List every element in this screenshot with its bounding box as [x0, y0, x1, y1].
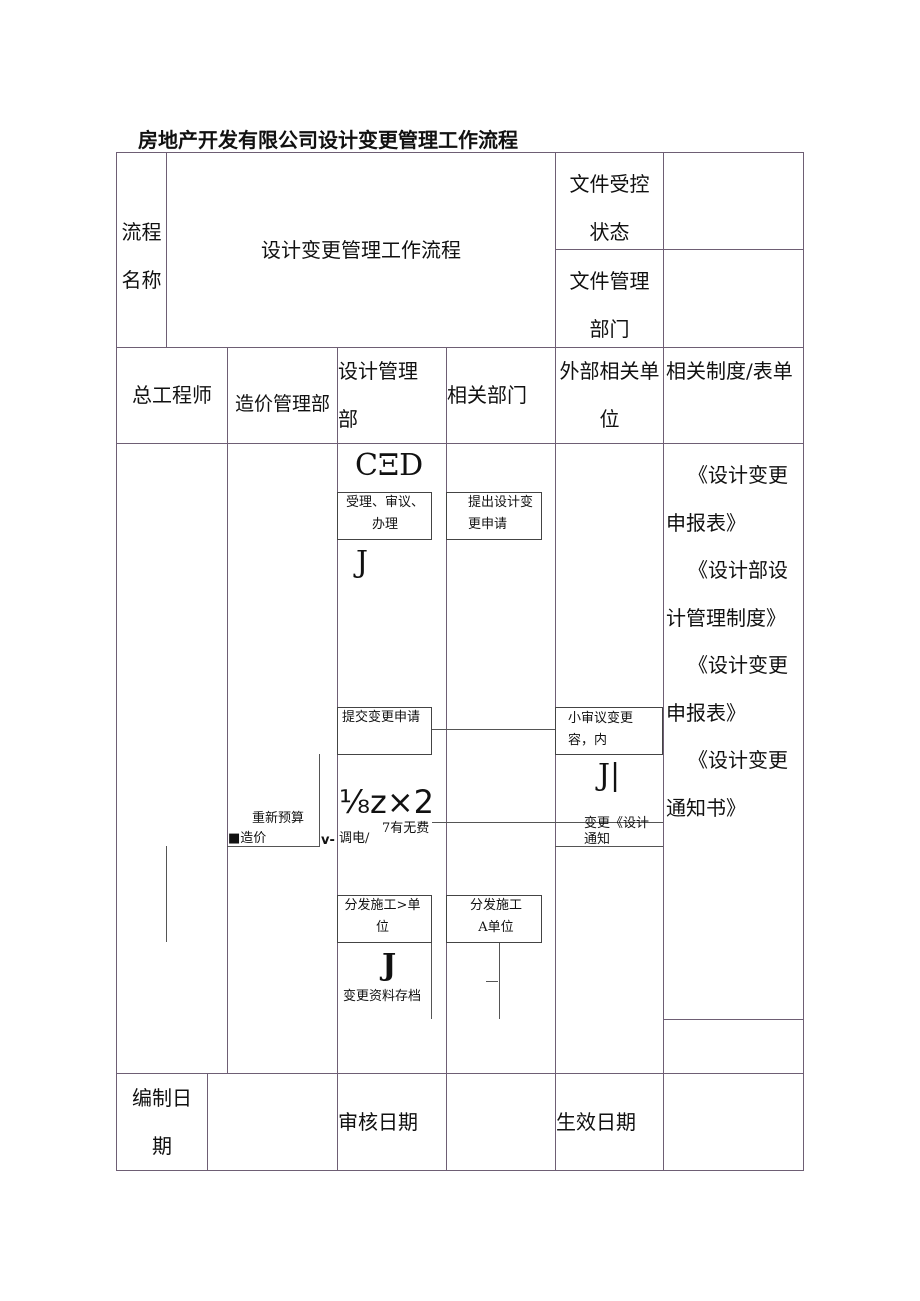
arrow-glyph: J — [356, 545, 369, 580]
decision-glyph: ⅛z×2 — [339, 783, 434, 821]
effective-date-label: 生效日期 — [556, 1110, 636, 1134]
col-chief-engineer: 总工程师 — [132, 383, 212, 407]
col-design-dept: 设计管理部 — [338, 359, 418, 431]
col-related-dept: 相关部门 — [447, 383, 527, 407]
col-forms: 相关制度/表单 — [666, 359, 793, 383]
review-change-step: 小审议变更容，内 — [568, 711, 634, 748]
issue-notice-step: 变更《设计通知 — [584, 816, 650, 847]
arrow-glyph: J| — [598, 758, 621, 793]
forms-list: 《设计变更申报表》 《设计部设计管理制度》 《设计变更申报表》 《设计变更通知书… — [666, 452, 800, 832]
col-external-units: 外部相关单位 — [559, 359, 660, 431]
form-item: 《设计部设计管理制度》 — [666, 558, 788, 630]
document-title: 房地产开发有限公司设计变更管理工作流程 — [138, 128, 518, 152]
form-item: 《设计变更申报表》 — [666, 653, 788, 725]
process-name-label: 流程名称 — [121, 220, 162, 292]
managing-dept-label: 文件管理部门 — [569, 269, 650, 341]
review-date-label: 审核日期 — [338, 1110, 418, 1134]
distribute-step-design: 分发施工>单位 — [344, 898, 421, 935]
archive-step: 变更资料存档 — [343, 989, 422, 1004]
process-name-value: 设计变更管理工作流程 — [261, 238, 461, 262]
distribute-step-related: 分发施工A单位 — [469, 898, 522, 935]
decision-text: 7有无费 — [382, 821, 430, 836]
col-cost-dept: 造价管理部 — [234, 393, 330, 415]
decision-text-2: 调电/ — [339, 831, 370, 846]
start-terminator-glyph: CΞD — [355, 448, 424, 483]
accept-review-step: 受理、审议、办理 — [345, 495, 424, 532]
compile-date-label: 编制日期 — [132, 1086, 192, 1158]
arrow-glyph: J — [382, 948, 397, 983]
cost-step: ■造价 — [228, 831, 267, 846]
control-status-label: 文件受控状态 — [569, 172, 650, 244]
form-item: 《设计变更通知书》 — [666, 748, 788, 820]
propose-change-step: 提出设计变更申请 — [468, 495, 534, 532]
form-item: 《设计变更申报表》 — [666, 463, 788, 535]
submit-change-step: 提交变更申请 — [342, 710, 421, 725]
rebudget-step: 重新预算 — [252, 811, 305, 826]
cost-connector-mark: v- — [321, 833, 335, 848]
